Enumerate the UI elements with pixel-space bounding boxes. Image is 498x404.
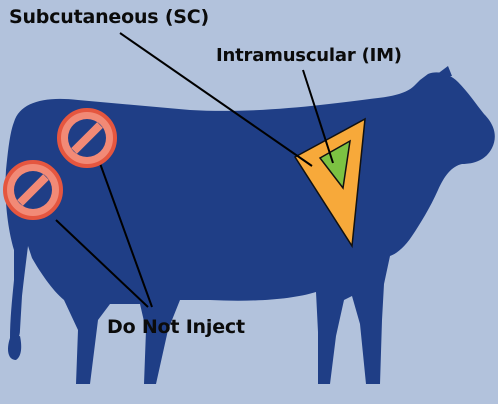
cow-tail — [8, 336, 21, 360]
prohibited-icon-upper — [59, 110, 115, 166]
do-not-inject-label: Do Not Inject — [107, 316, 245, 338]
cow-ear — [432, 66, 452, 78]
intramuscular-label: Intramuscular (IM) — [216, 45, 402, 66]
subcutaneous-label: Subcutaneous (SC) — [9, 6, 209, 28]
prohibited-icon-lower — [5, 162, 61, 218]
